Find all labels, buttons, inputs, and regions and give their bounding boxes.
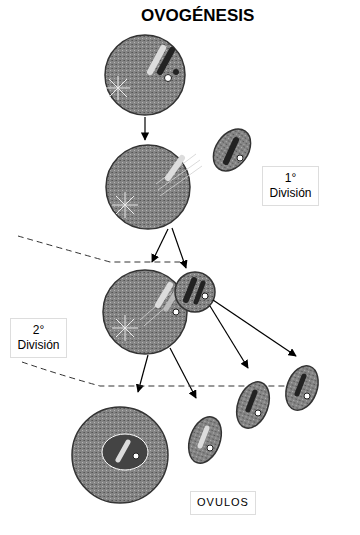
aster	[112, 192, 138, 218]
division-label: OVULOS	[190, 491, 256, 515]
label-text: 2° División	[17, 323, 59, 353]
polar-body-3	[231, 377, 276, 432]
division-label: 1° División	[262, 166, 319, 206]
oocyte-1	[105, 35, 185, 115]
division-label: 2° División	[10, 318, 67, 358]
ovum	[72, 407, 168, 503]
label-text: 1° División	[269, 171, 311, 201]
polar-body-1	[175, 272, 215, 312]
polar-body-2	[183, 412, 228, 467]
polar-body-4	[280, 361, 324, 414]
oocyte-3	[103, 270, 187, 354]
spindle	[156, 154, 202, 196]
oocyte-2	[106, 122, 258, 229]
aster	[112, 315, 138, 341]
title-text: OVOGÉNESIS	[131, 0, 264, 32]
polar-body-bulge	[206, 122, 259, 178]
label-text: OVULOS	[197, 496, 249, 510]
nucleus	[102, 434, 148, 470]
division-line	[18, 236, 180, 262]
aster	[106, 76, 130, 100]
